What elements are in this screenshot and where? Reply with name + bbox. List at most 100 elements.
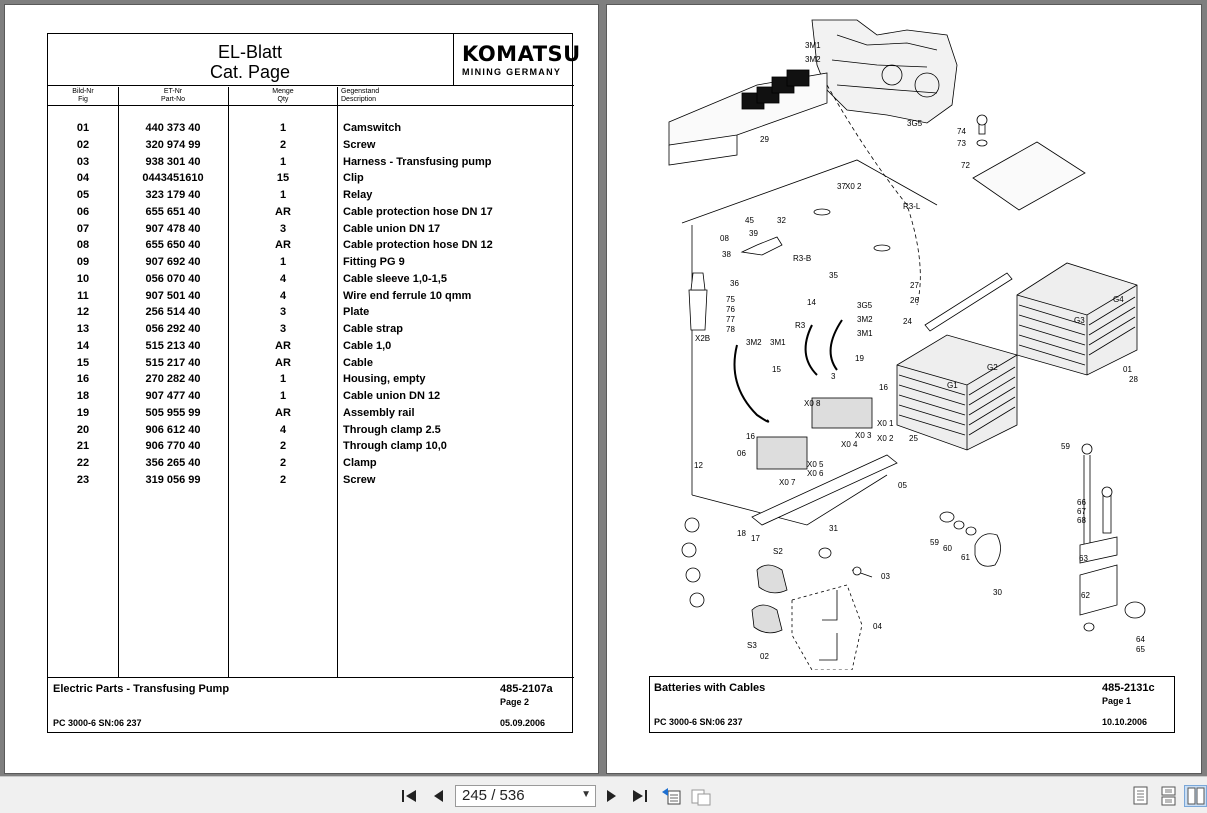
footer-title: Electric Parts - Transfusing Pump (53, 683, 230, 695)
cell-qty: 2 (279, 440, 287, 453)
first-page-icon[interactable] (398, 785, 420, 807)
right-page-footer: Batteries with Cables 485-2131c Page 1 P… (649, 676, 1175, 733)
cell-description: Clamp (343, 457, 377, 469)
callout-label: S3 (747, 641, 757, 650)
two-page-view-icon[interactable] (1184, 785, 1207, 807)
callout-label: 61 (961, 553, 970, 562)
cell-qty: 15 (276, 172, 290, 185)
cell-part-no: 907 692 40 (145, 256, 201, 268)
cell-qty: AR (275, 205, 291, 218)
callout-label: 74 (957, 127, 966, 136)
cell-description: Cable sleeve 1,0-1,5 (343, 272, 447, 285)
callout-label: R3-L (903, 202, 921, 211)
cell-part-no: 906 612 40 (145, 423, 201, 436)
callout-label: 16 (879, 383, 888, 392)
cell-fig: 22 (76, 457, 90, 469)
cell-description: Assembly rail (343, 406, 415, 419)
cell-part-no: 056 070 40 (145, 272, 201, 285)
cell-part-no: 938 301 40 (145, 155, 201, 168)
callout-label: 25 (909, 434, 918, 443)
cell-description: Screw (343, 473, 376, 486)
cell-description: Plate (343, 306, 370, 319)
col-header-de: Gegenstand (341, 88, 380, 95)
cell-description: Wire end ferrule 10 qmm (343, 289, 472, 302)
cell-description: Through clamp 2.5 (343, 423, 441, 436)
continuous-view-icon[interactable] (1158, 785, 1180, 807)
cell-part-no: 515 213 40 (145, 339, 201, 352)
cell-fig: 12 (76, 306, 90, 319)
callout-label: 38 (722, 250, 731, 259)
cell-qty: 4 (279, 289, 287, 302)
logo-main-text: KOMATSU (462, 42, 581, 66)
cell-part-no: 655 651 40 (145, 205, 201, 218)
callout-label: 3M1 (805, 41, 821, 50)
logo-sub-text: MINING GERMANY (462, 67, 562, 77)
callout-label: 19 (855, 354, 864, 363)
column-divider (118, 87, 119, 677)
callout-label: X0 2 (845, 182, 862, 191)
callout-label: 76 (726, 305, 735, 314)
next-page-icon[interactable] (601, 785, 623, 807)
cell-qty: 3 (279, 222, 287, 235)
page-forward-icon[interactable] (690, 785, 712, 807)
prev-page-icon[interactable] (427, 785, 449, 807)
callout-label: X0 8 (804, 399, 821, 408)
cell-fig: 18 (76, 390, 90, 402)
cell-description: Clip (343, 172, 364, 185)
callout-label: 15 (772, 365, 781, 374)
callout-label: X0 3 (855, 431, 872, 440)
callout-label: X0 1 (877, 419, 894, 428)
page-number-select[interactable]: 245 / 536 ▼ (455, 785, 596, 807)
callout-label: 27 (910, 281, 919, 290)
parts-list-sheet: EL-Blatt Cat. Page KOMATSU MINING GERMAN… (47, 33, 580, 733)
col-header-de: Bild-Nr (72, 88, 94, 95)
cell-part-no: 323 179 40 (145, 189, 201, 201)
cell-qty: 2 (279, 457, 287, 469)
callout-label: 3M2 (746, 338, 762, 347)
callout-label: 08 (720, 234, 729, 243)
single-page-view-icon[interactable] (1130, 785, 1152, 807)
footer-date: 10.10.2006 (1102, 717, 1148, 727)
cell-description: Fitting PG 9 (343, 256, 405, 268)
callout-label: 37 (837, 182, 846, 191)
callout-label: 24 (903, 317, 912, 326)
komatsu-logo: KOMATSU MINING GERMANY (453, 34, 580, 86)
col-header-en: Description (341, 96, 377, 103)
cell-description: Screw (343, 138, 376, 151)
cell-fig: 13 (76, 323, 90, 335)
last-page-icon[interactable] (629, 785, 651, 807)
callout-label: R3-B (793, 254, 811, 263)
chevron-down-icon[interactable]: ▼ (581, 789, 591, 800)
callout-label: 01 (1123, 365, 1132, 374)
callout-label: X0 6 (807, 469, 824, 478)
cell-qty: AR (275, 239, 291, 252)
cell-qty: 1 (279, 373, 287, 386)
callout-label: 64 (1136, 635, 1145, 644)
cell-fig: 20 (76, 423, 90, 436)
cell-qty: 1 (279, 256, 287, 268)
cell-qty: 4 (279, 272, 287, 285)
cell-fig: 02 (76, 138, 90, 151)
page-back-icon[interactable] (660, 785, 682, 807)
title-line-1: EL-Blatt (217, 42, 283, 62)
callout-label: X0 7 (779, 478, 796, 487)
cell-part-no: 056 292 40 (145, 323, 201, 335)
cell-fig: 03 (76, 155, 90, 168)
callout-label: X0 5 (807, 460, 824, 469)
cell-part-no: 256 514 40 (145, 306, 201, 319)
callout-label: 72 (961, 161, 970, 170)
cell-qty: 1 (279, 122, 287, 134)
cell-part-no: 270 282 40 (145, 373, 201, 386)
col-header-part: ET-Nr Part-No (118, 88, 228, 104)
document-viewport[interactable]: EL-Blatt Cat. Page KOMATSU MINING GERMAN… (0, 0, 1207, 776)
